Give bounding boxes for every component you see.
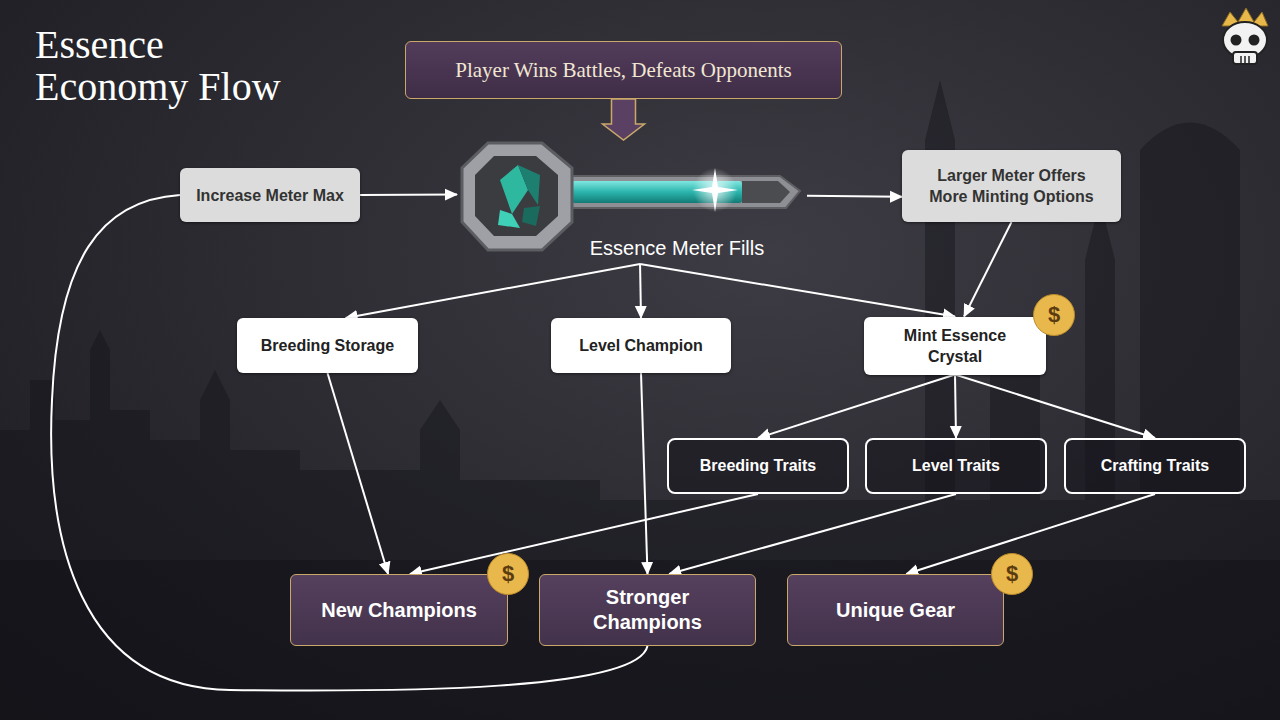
trait-box: Crafting Traits <box>1064 438 1246 494</box>
cost-badge: $ <box>1033 294 1075 336</box>
process-box: Larger Meter Offers More Minting Options <box>902 150 1121 222</box>
flow-arrow <box>807 196 902 197</box>
node-text: Unique Gear <box>836 598 955 623</box>
node-text: Level Traits <box>912 457 1000 475</box>
flow-arrow <box>639 264 642 318</box>
action-box: Mint Essence Crystal <box>864 317 1046 375</box>
flow-arrow <box>328 373 389 574</box>
result-box: Stronger Champions <box>539 574 756 646</box>
flow-arrow <box>964 222 1011 317</box>
flow-arrow <box>955 375 956 439</box>
flow-arrow <box>360 194 457 196</box>
meter-node: Essence Meter Fills <box>457 140 807 264</box>
cost-badge: $ <box>487 553 529 595</box>
trait-box: Level Traits <box>865 438 1047 494</box>
diagram-title: Essence Economy Flow <box>35 24 310 108</box>
trait-box: Breeding Traits <box>667 438 849 494</box>
node-text: Larger Meter Offers More Minting Options <box>916 165 1107 207</box>
node-text: Mint Essence Crystal <box>878 325 1032 367</box>
event-box: Player Wins Battles, Defeats Opponents <box>405 41 842 99</box>
flow-arrow <box>410 494 758 574</box>
result-box: New Champions <box>290 574 508 646</box>
result-box: Unique Gear <box>787 574 1004 646</box>
flow-arrow <box>640 264 955 317</box>
block-arrow <box>603 99 645 140</box>
flow-arrow <box>906 494 1155 574</box>
node-text: Level Champion <box>579 335 703 356</box>
flow-arrow <box>669 494 956 574</box>
action-box: Level Champion <box>551 318 731 373</box>
flow-arrow <box>346 264 640 318</box>
cost-badge: $ <box>991 553 1033 595</box>
process-box: Increase Meter Max <box>180 168 360 222</box>
node-text: Player Wins Battles, Defeats Opponents <box>455 58 791 83</box>
flow-arrow <box>758 375 955 439</box>
node-text: New Champions <box>321 598 477 623</box>
node-text: Breeding Traits <box>700 457 816 475</box>
flow-arrow <box>955 375 1155 439</box>
node-text: Increase Meter Max <box>196 185 344 206</box>
node-text: Essence Meter Fills <box>590 237 765 260</box>
node-text: Breeding Storage <box>261 335 394 356</box>
node-text: Crafting Traits <box>1101 457 1209 475</box>
action-box: Breeding Storage <box>237 318 418 373</box>
node-text: Stronger Champions <box>554 585 741 635</box>
flow-arrow <box>641 373 648 574</box>
